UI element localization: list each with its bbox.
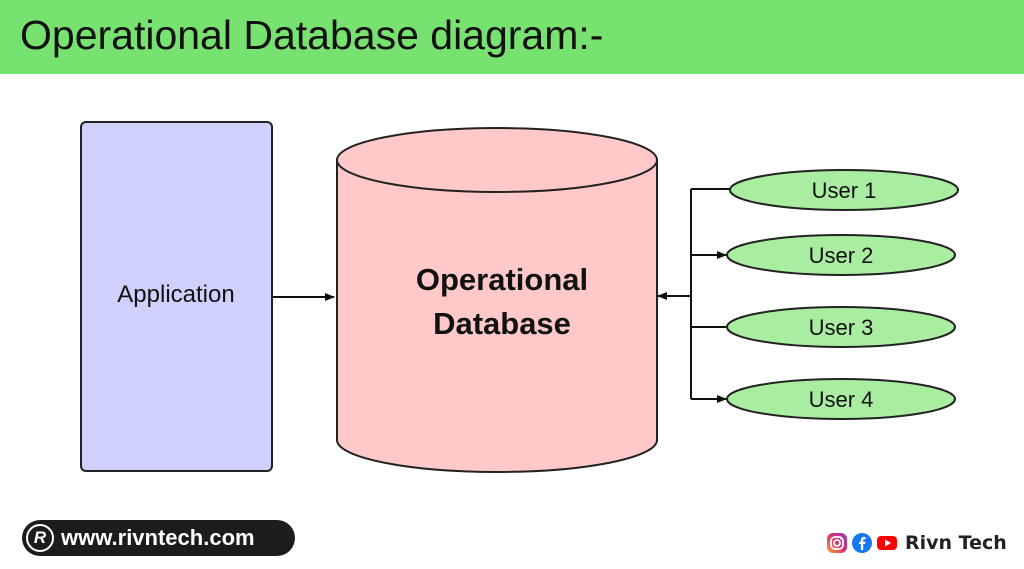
user-4-label: User 4 xyxy=(809,387,874,412)
database-cylinder xyxy=(336,127,658,473)
brand-name: Rivn Tech xyxy=(905,532,1007,554)
user-connector-bracket xyxy=(690,188,730,403)
website-url[interactable]: www.rivntech.com xyxy=(61,525,255,550)
user-1-node xyxy=(729,169,959,211)
instagram-icon[interactable] xyxy=(826,532,848,554)
user-2-label: User 2 xyxy=(809,243,874,268)
facebook-icon[interactable] xyxy=(851,532,873,554)
application-label: Application xyxy=(117,281,234,308)
rivn-logo-icon: R xyxy=(26,524,54,552)
database-label-line1: Operational xyxy=(416,262,588,297)
user-2-node xyxy=(726,234,956,276)
user-3-label: User 3 xyxy=(809,315,874,340)
database-label-line2: Database xyxy=(433,306,571,341)
user-3-node xyxy=(726,306,956,348)
youtube-icon[interactable] xyxy=(876,532,898,554)
website-badge[interactable]: R www.rivntech.com xyxy=(22,520,295,556)
user-4-node xyxy=(726,378,956,420)
title-banner: Operational Database diagram:- xyxy=(0,0,1024,74)
user-1-label: User 1 xyxy=(812,178,877,203)
brand-signature: Rivn Tech xyxy=(826,530,1007,556)
page-title: Operational Database diagram:- xyxy=(20,12,604,58)
